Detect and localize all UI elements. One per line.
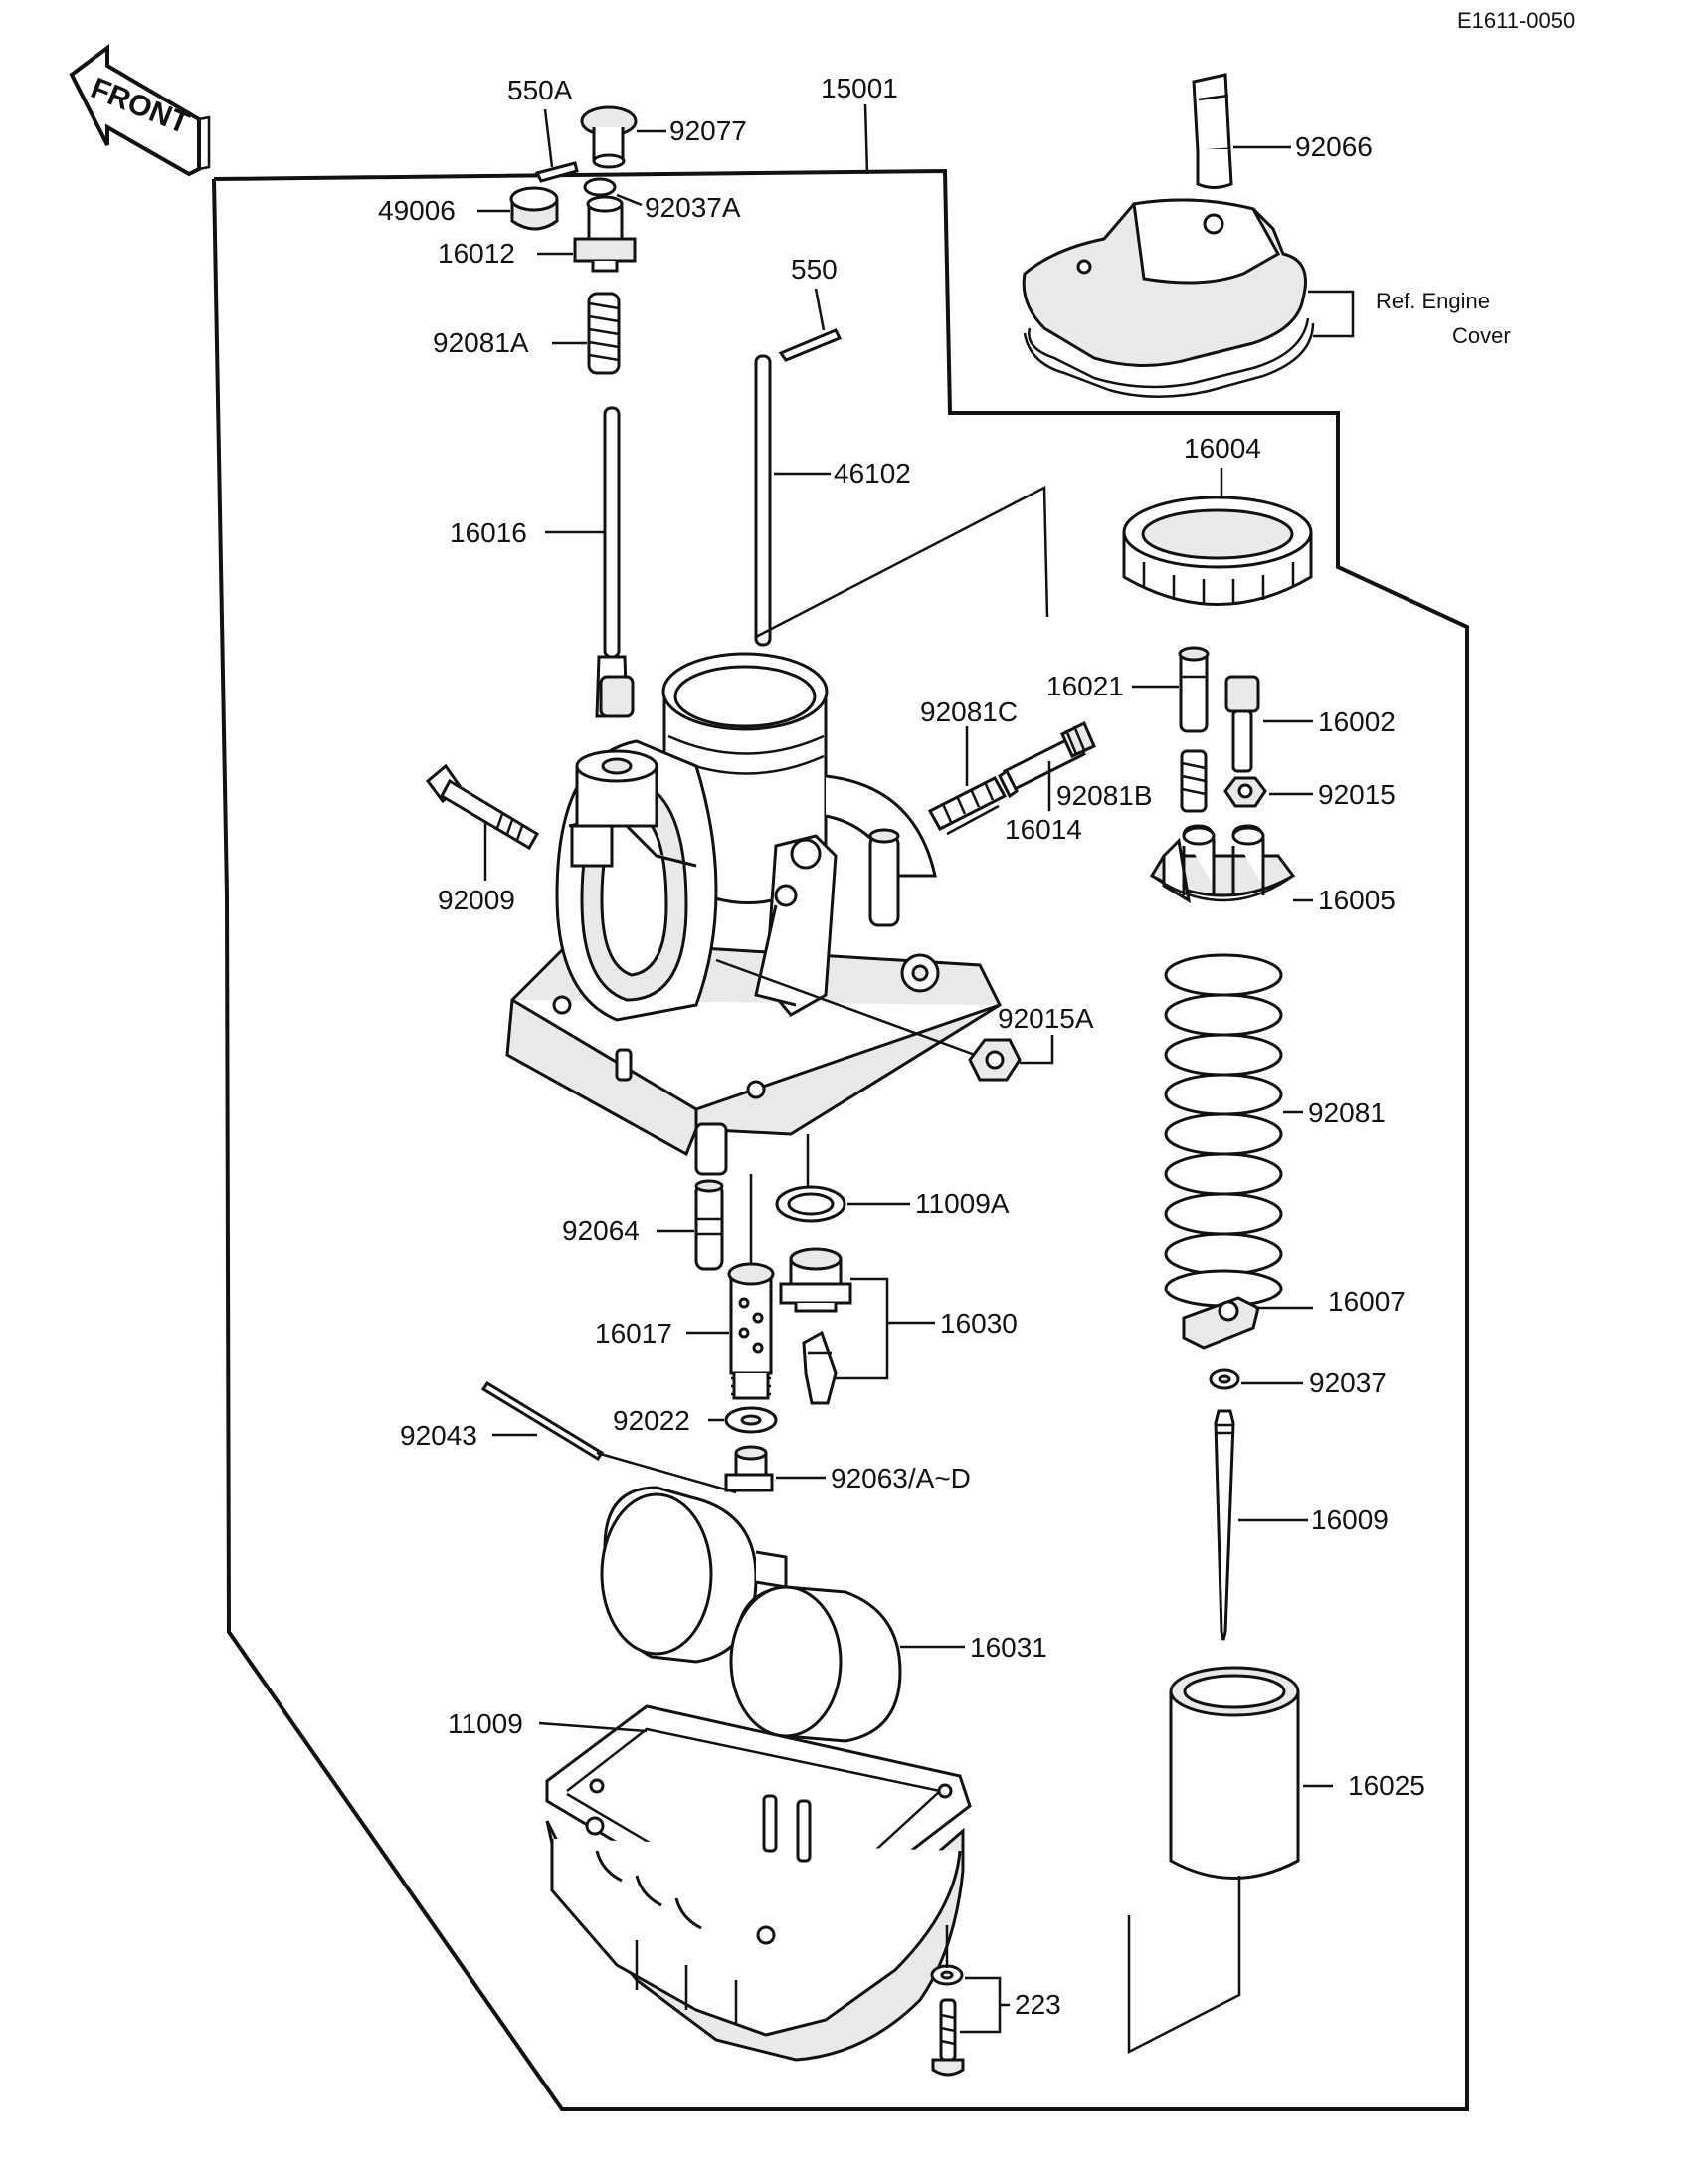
- label-16004: 16004: [1184, 433, 1261, 464]
- carburetor-body: [505, 652, 1002, 1176]
- label-92015: 92015: [1318, 779, 1396, 810]
- label-92077: 92077: [669, 115, 747, 146]
- part-16017: [727, 1262, 775, 1400]
- label-16025: 16025: [1348, 1770, 1425, 1801]
- ref-note-line1: Ref. Engine: [1376, 289, 1490, 313]
- label-16017: 16017: [595, 1318, 672, 1349]
- label-16014: 16014: [1005, 814, 1082, 845]
- part-92063: [724, 1445, 774, 1492]
- front-label: FRONT: [87, 72, 194, 140]
- label-92037A: 92037A: [645, 192, 741, 223]
- part-16012: [573, 195, 637, 273]
- label-16030: 16030: [940, 1308, 1018, 1339]
- label-92081C: 92081C: [920, 696, 1018, 727]
- part-92077: [580, 105, 638, 169]
- part-223: [930, 1964, 965, 2077]
- part-engine-cover: [1022, 198, 1315, 398]
- label-92081A: 92081A: [433, 327, 529, 358]
- label-16031: 16031: [970, 1632, 1047, 1663]
- part-16016: [595, 406, 635, 718]
- part-92009: [425, 763, 540, 851]
- label-11009: 11009: [448, 1708, 523, 1739]
- diagram-code: E1611-0050: [1457, 8, 1575, 33]
- label-92081: 92081: [1308, 1097, 1386, 1128]
- part-16014: [998, 720, 1096, 799]
- part-92015: [1223, 776, 1267, 808]
- label-49006: 49006: [378, 195, 456, 226]
- ref-note-line2: Cover: [1452, 323, 1511, 348]
- label-550: 550: [791, 254, 838, 285]
- label-16002: 16002: [1318, 706, 1396, 737]
- label-16007: 16007: [1328, 1287, 1406, 1317]
- assembly-outline: [212, 168, 1469, 2111]
- label-16005: 16005: [1318, 885, 1396, 915]
- part-550: [778, 328, 843, 362]
- part-46102: [754, 354, 772, 647]
- label-16012: 16012: [438, 238, 515, 269]
- part-16009: [1214, 1409, 1235, 1641]
- label-16009: 16009: [1311, 1504, 1389, 1535]
- label-15001: 15001: [821, 73, 898, 103]
- part-92037A: [583, 177, 617, 197]
- label-16016: 16016: [450, 517, 527, 548]
- label-92064: 92064: [562, 1215, 640, 1246]
- part-92081C: [927, 776, 1008, 836]
- label-16021: 16021: [1046, 671, 1124, 701]
- part-16021: [1178, 646, 1210, 733]
- label-92037: 92037: [1309, 1367, 1387, 1398]
- label-11009A: 11009A: [915, 1188, 1010, 1219]
- part-92081A: [587, 292, 621, 375]
- part-92064: [694, 1179, 724, 1271]
- part-550A: [534, 161, 579, 183]
- part-16005: [1149, 824, 1296, 903]
- label-550A: 550A: [507, 75, 573, 105]
- part-16004: [1122, 496, 1313, 606]
- label-92043: 92043: [400, 1420, 477, 1451]
- label-92015A: 92015A: [998, 1003, 1094, 1034]
- part-16031: [600, 1486, 902, 1743]
- part-16030: [779, 1247, 852, 1405]
- part-92015A: [968, 1038, 1022, 1082]
- label-92022: 92022: [613, 1405, 690, 1436]
- part-16002: [1224, 675, 1260, 773]
- part-92043: [480, 1380, 605, 1462]
- label-92081B: 92081B: [1056, 780, 1153, 811]
- part-92022: [724, 1406, 778, 1434]
- part-float-bowl: [545, 1794, 965, 2062]
- part-92081B: [1180, 749, 1208, 813]
- part-16007: [1182, 1296, 1260, 1350]
- label-223: 223: [1015, 1989, 1061, 2020]
- label-92063: 92063/A~D: [831, 1463, 971, 1493]
- part-16025: [1169, 1666, 1300, 1880]
- front-arrow-icon: FRONT: [69, 44, 211, 177]
- label-46102: 46102: [834, 458, 911, 489]
- part-49006: [509, 186, 559, 231]
- part-92066: [1192, 73, 1233, 189]
- label-92009: 92009: [438, 885, 515, 915]
- part-92037: [1209, 1368, 1240, 1390]
- part-11009A: [775, 1185, 846, 1223]
- label-92066: 92066: [1295, 131, 1373, 162]
- part-92081: [1164, 953, 1283, 1308]
